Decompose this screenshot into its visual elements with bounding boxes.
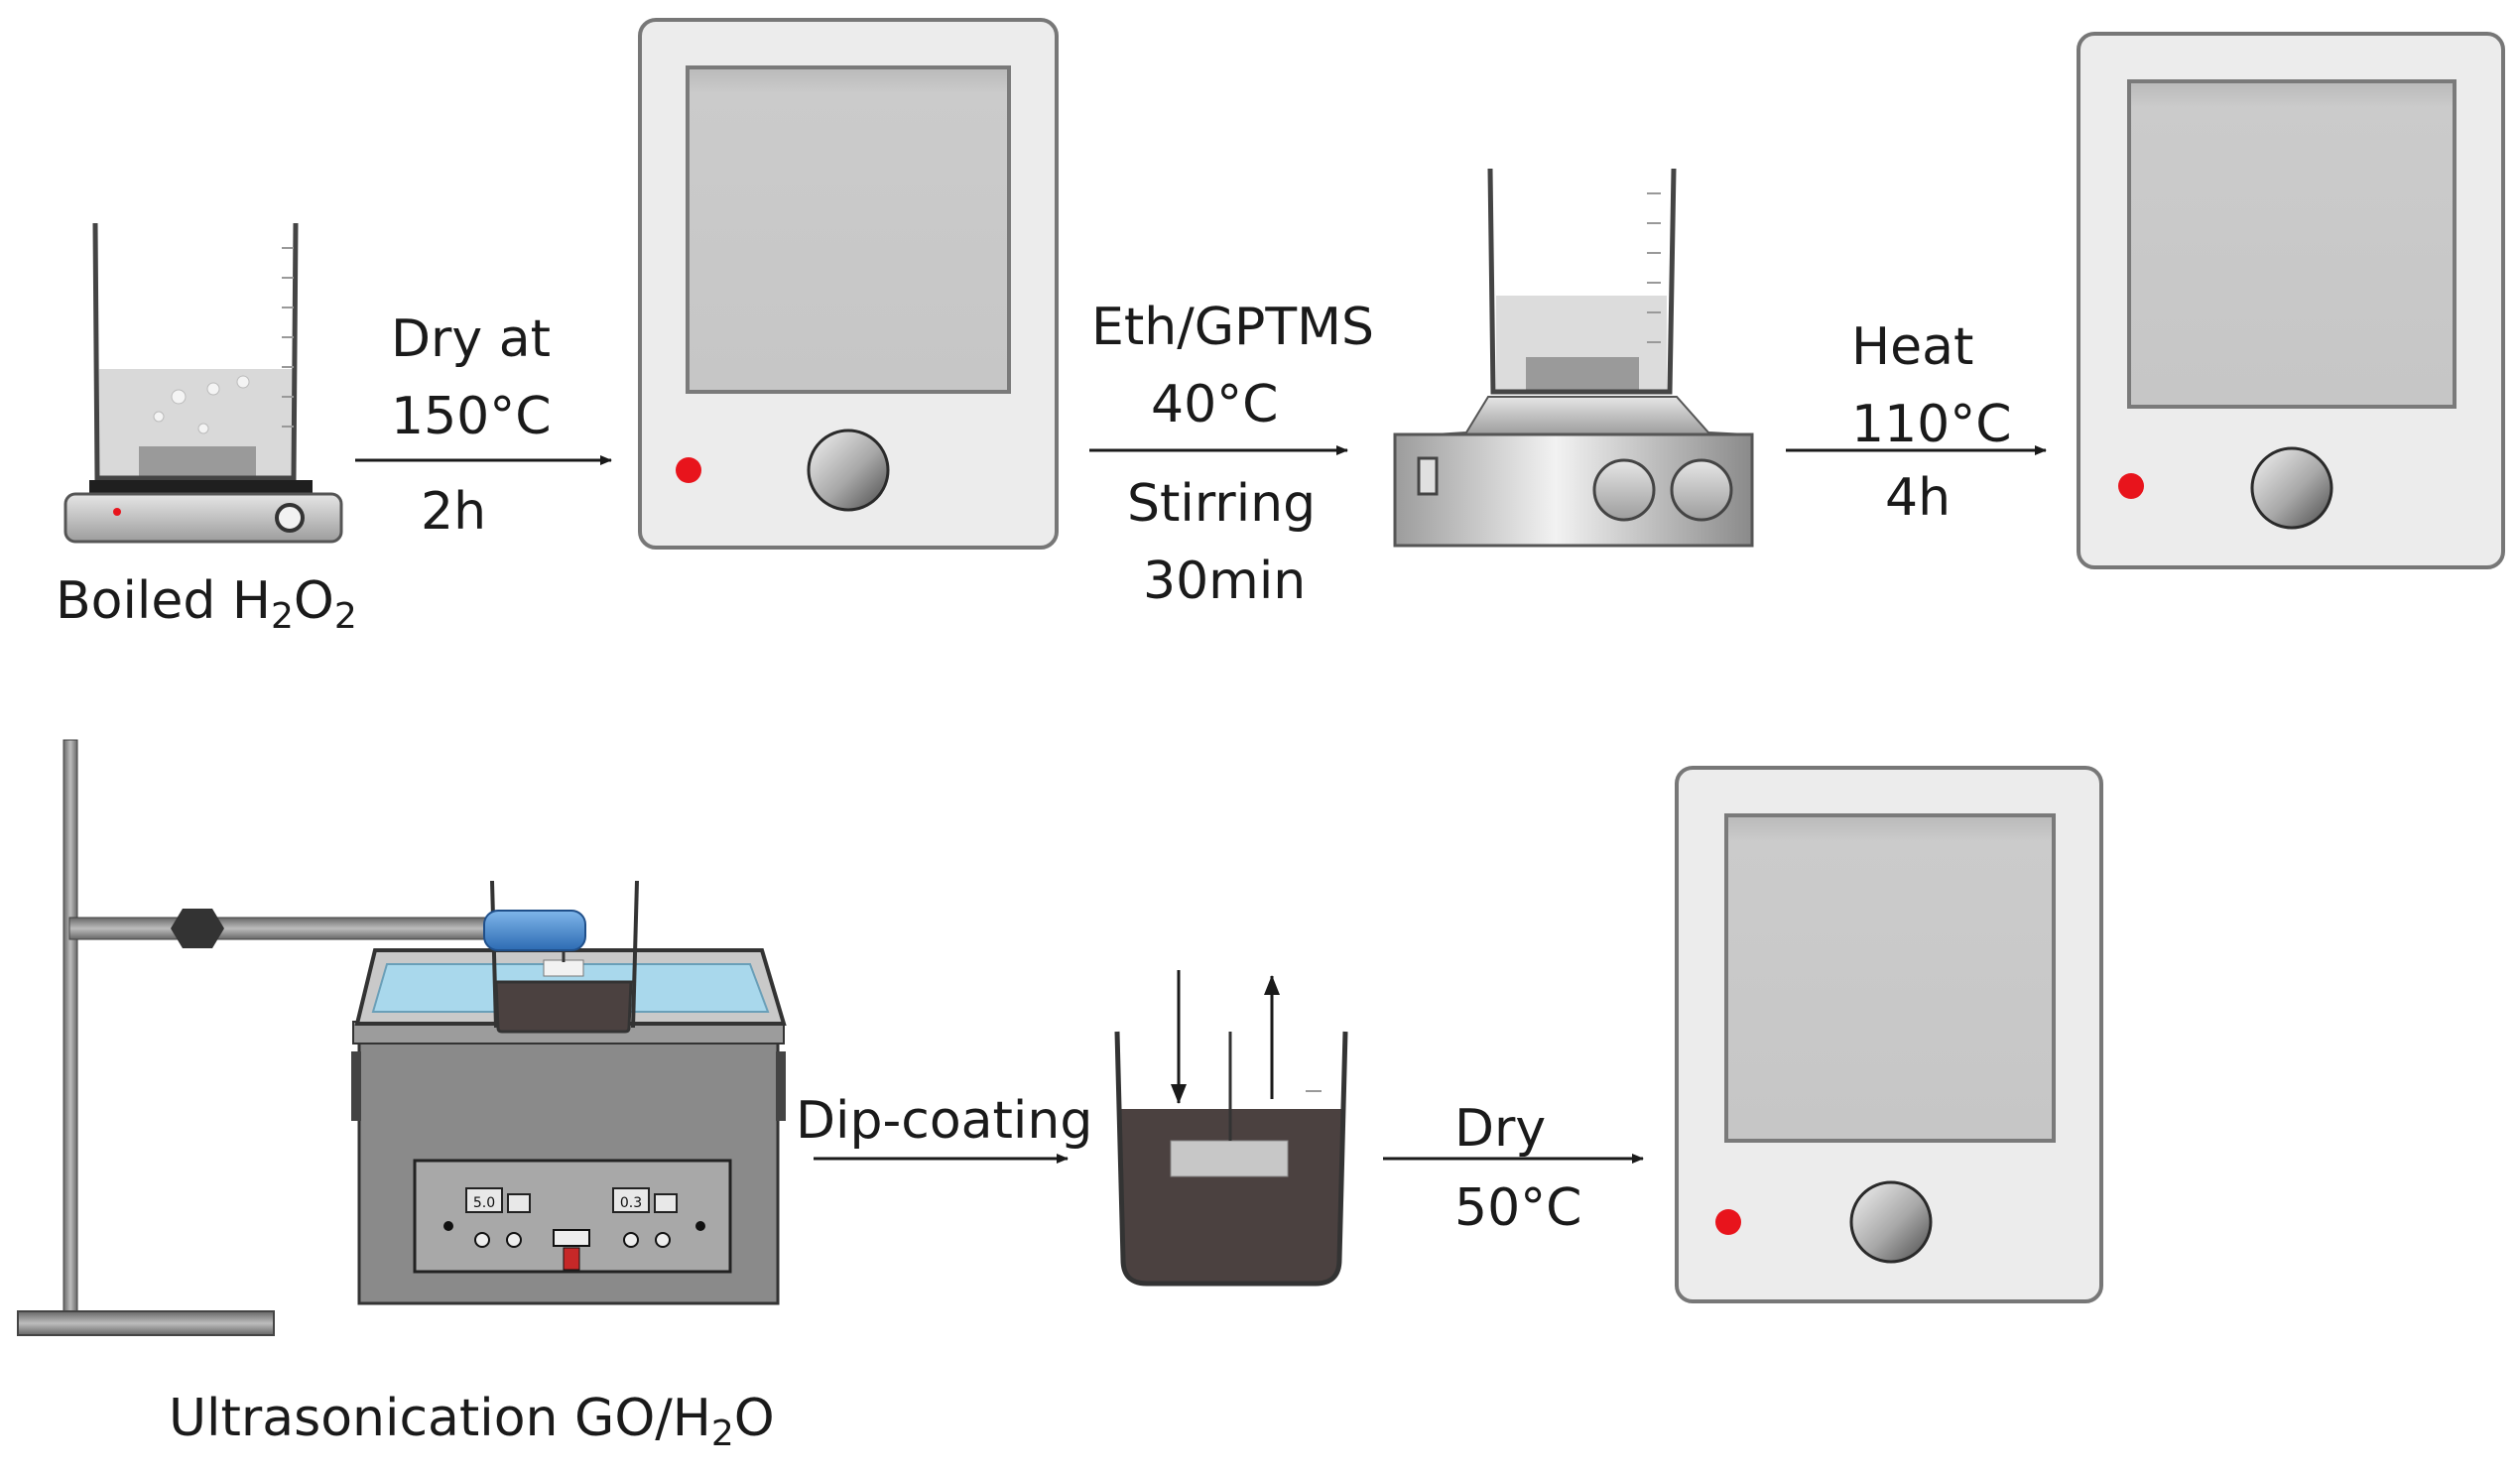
oven-icon-3	[1675, 766, 2103, 1303]
label-150c: 150°C	[391, 387, 552, 446]
bath-right-display: 0.3	[620, 1195, 642, 1211]
oven-knob-icon	[2250, 446, 2333, 530]
ultrasonic-bath-stand-icon: 5.0 0.3	[17, 739, 787, 1336]
oven-indicator-light	[1715, 1209, 1741, 1235]
magnetic-stirrer-beaker-icon	[1393, 168, 1754, 548]
label-30min: 30min	[1143, 552, 1307, 611]
label-boiled-h2o2: Boiled H2O2	[56, 571, 357, 637]
oven-knob-icon	[807, 429, 890, 512]
oven-indicator-light	[2118, 473, 2144, 499]
label-heat: Heat	[1851, 317, 1974, 377]
label-eth-gptms: Eth/GPTMS	[1091, 298, 1375, 357]
label-110c: 110°C	[1851, 395, 2012, 454]
bath-left-display: 5.0	[473, 1195, 495, 1211]
label-dip-coating: Dip-coating	[796, 1091, 1093, 1151]
label-40c: 40°C	[1151, 375, 1279, 434]
label-dry: Dry	[1454, 1099, 1547, 1159]
hotplate-beaker-icon	[63, 222, 343, 544]
label-50c: 50°C	[1454, 1178, 1582, 1238]
label-dry-at: Dry at	[391, 309, 551, 369]
oven-icon-2	[2077, 32, 2505, 569]
oven-knob-icon	[1849, 1180, 1933, 1264]
label-ultrasonication: Ultrasonication GO/H2O	[169, 1389, 775, 1454]
label-2h: 2h	[421, 482, 487, 542]
label-4h: 4h	[1885, 468, 1952, 528]
dip-coating-beaker-icon	[1114, 970, 1348, 1287]
oven-icon-1	[638, 18, 1059, 550]
label-stirring: Stirring	[1127, 474, 1317, 534]
oven-indicator-light	[676, 457, 701, 483]
